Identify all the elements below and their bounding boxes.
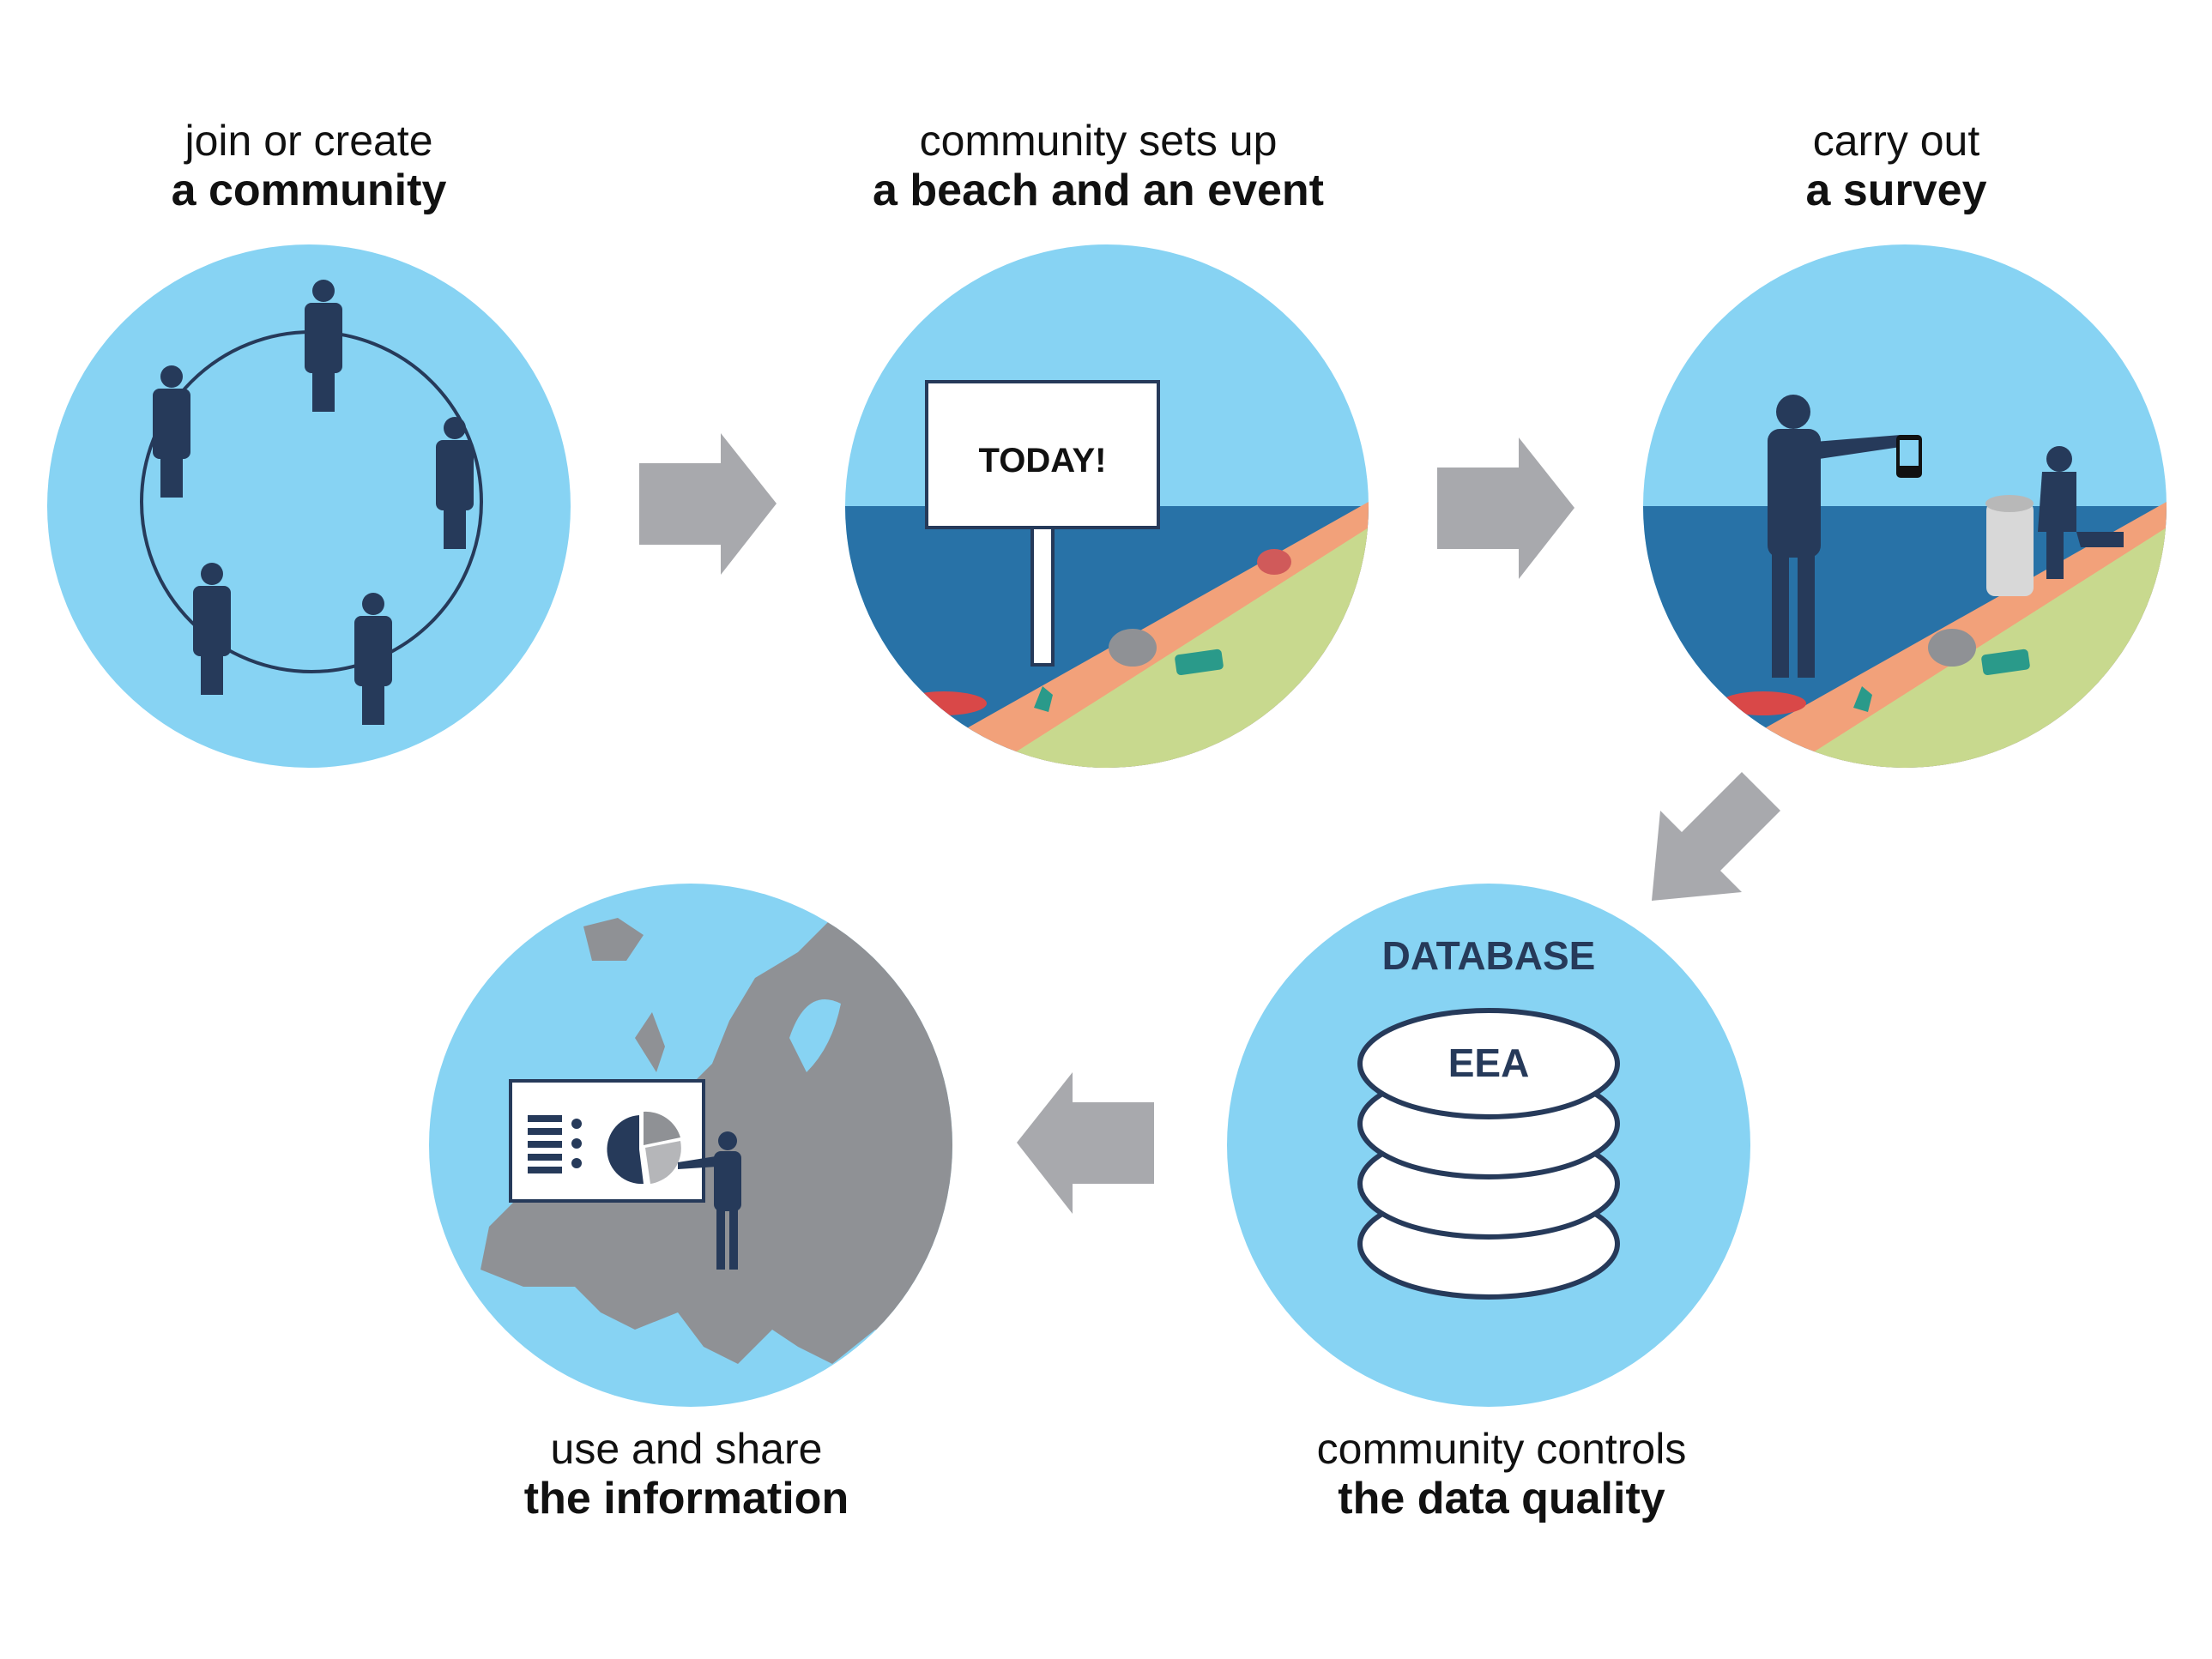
step-3-caption-bold: a survey bbox=[1805, 166, 1987, 215]
step-2-caption-light: community sets up bbox=[919, 117, 1278, 165]
sign-text: TODAY! bbox=[979, 442, 1107, 480]
europe-map-presentation-icon bbox=[429, 884, 952, 1407]
arrow-right-icon bbox=[1437, 437, 1574, 579]
step-3-caption: carry out a survey bbox=[1510, 116, 2212, 215]
step-5-caption-light: use and share bbox=[550, 1425, 823, 1473]
arrow-down-left-icon bbox=[1652, 772, 1780, 901]
step-2-caption-bold: a beach and an event bbox=[873, 166, 1324, 215]
database-title: DATABASE bbox=[1382, 933, 1596, 978]
step-3-caption-light: carry out bbox=[1812, 117, 1980, 165]
step-4-caption-light: community controls bbox=[1316, 1425, 1687, 1473]
step-1-caption-light: join or create bbox=[184, 117, 433, 165]
beach-sign-icon: TODAY! bbox=[845, 244, 1369, 768]
database-icon: DATABASE EEA bbox=[1227, 884, 1750, 1407]
step-2-caption: community sets up a beach and an event bbox=[712, 116, 1484, 215]
step-5-caption: use and share the information bbox=[300, 1424, 1073, 1523]
survey-beach-icon bbox=[1643, 244, 2167, 768]
step-1-caption-bold: a community bbox=[171, 166, 447, 215]
arrow-left-icon bbox=[1017, 1072, 1154, 1214]
step-4-caption: community controls the data quality bbox=[1115, 1424, 1888, 1523]
step-1-caption: join or create a community bbox=[0, 116, 695, 215]
step-4-caption-bold: the data quality bbox=[1338, 1474, 1665, 1523]
community-ring-icon bbox=[47, 244, 571, 768]
step-5-caption-bold: the information bbox=[523, 1474, 849, 1523]
arrow-right-icon bbox=[639, 433, 777, 575]
database-label: EEA bbox=[1448, 1041, 1530, 1085]
